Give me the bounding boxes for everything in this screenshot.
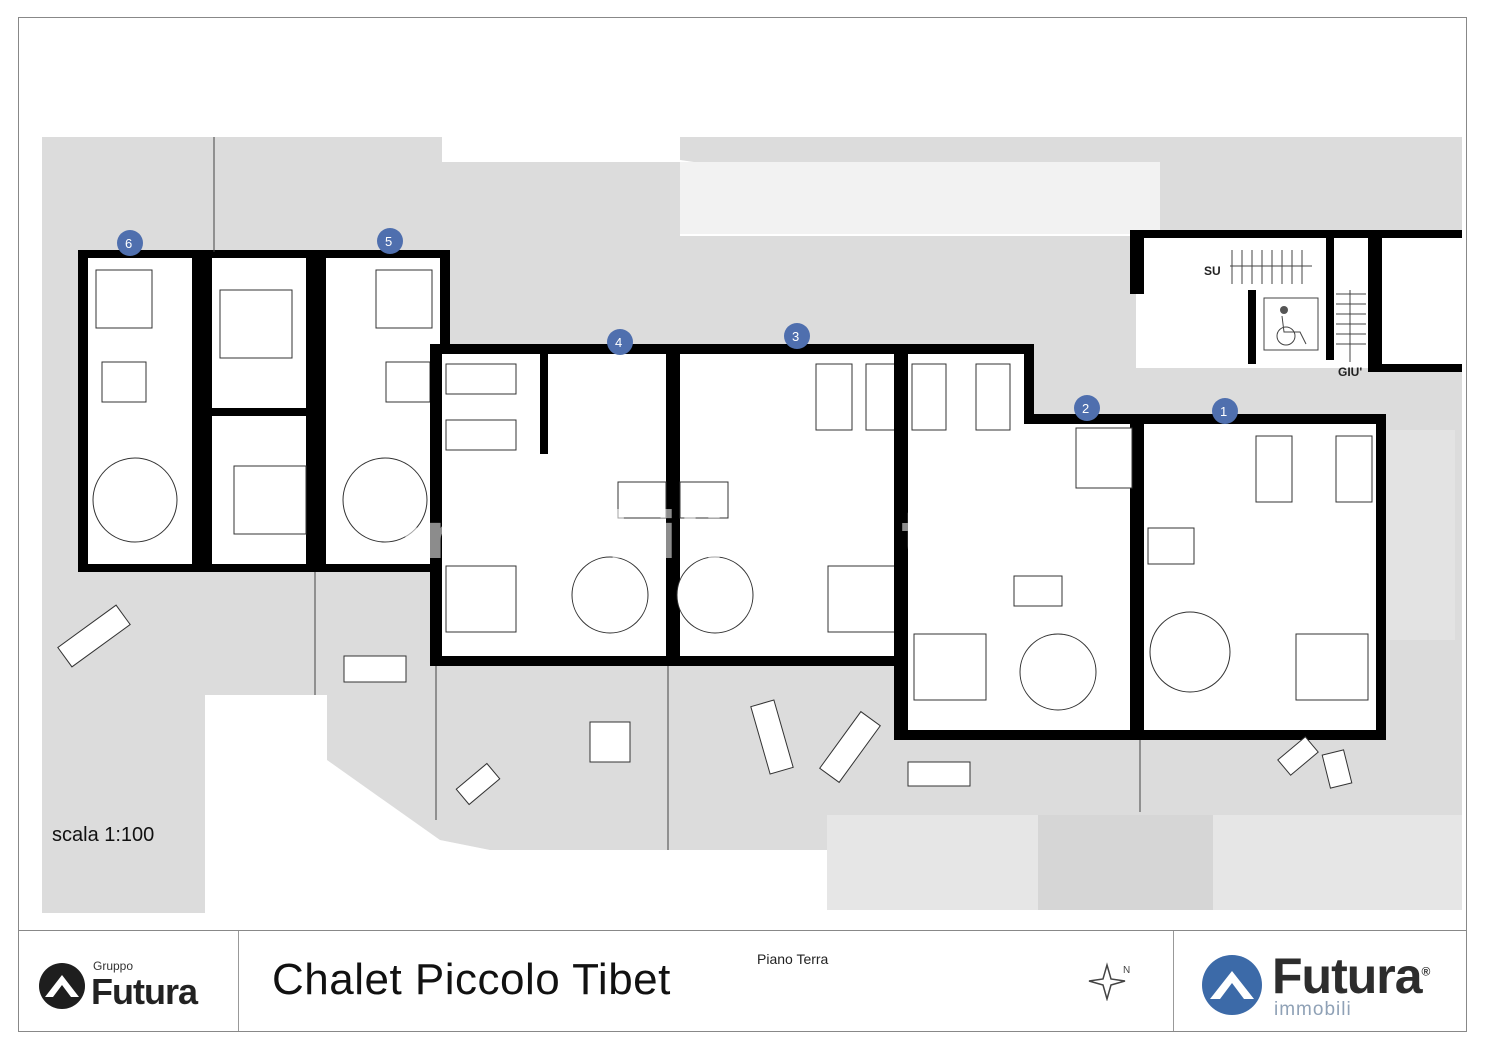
single-bed [445,419,517,451]
dining-table [617,481,667,519]
unit-marker-4: 4 [607,329,633,355]
compass-icon: N [1088,962,1130,1001]
dining-table [679,481,729,519]
svg-text:3: 3 [792,329,799,344]
group-brand-name: Futura [91,971,198,1012]
brand-name: Futura® [1272,948,1430,1004]
floor-label: Piano Terra [757,951,829,967]
single-bed [1255,435,1293,503]
wall [894,344,908,740]
bathroom [375,269,433,329]
wall [1024,414,1386,424]
title-block-group-logo: Gruppo Futura [19,931,239,1031]
sun-lounger [819,710,881,784]
unit-marker-5: 5 [377,228,403,254]
wheelchair-icon [1263,297,1319,351]
sun-lounger [455,762,501,806]
single-bed [975,363,1011,431]
wall [306,250,326,572]
wall [1024,344,1034,422]
rug [676,556,754,634]
wall [666,344,680,666]
dining-table [1013,575,1063,607]
wall [192,250,212,572]
sun-lounger [57,604,131,668]
wall [1130,230,1144,294]
wall [1368,230,1462,238]
rug [342,457,428,543]
svg-text:5: 5 [385,234,392,249]
single-bed [815,363,853,431]
wall [1130,414,1144,740]
wall [1368,230,1382,370]
east-terrace [1385,430,1455,640]
rug [1019,633,1097,711]
watermark: immobiliare.it [400,500,934,574]
unit-marker-2: 2 [1074,395,1100,421]
outdoor-table [343,655,407,683]
wall [894,344,1034,354]
wall [212,408,306,416]
wall [1368,364,1462,372]
double-bed [1295,633,1369,701]
brand-subtitle: immobili [1274,999,1352,1020]
stair-flight-up [1230,250,1312,284]
wall [430,344,442,666]
project-title: Chalet Piccolo Tibet [272,955,671,1004]
outdoor-table [907,761,971,787]
single-bed [445,363,517,395]
wall [440,250,450,350]
unit-marker-6: 6 [117,230,143,256]
unit-marker-3: 3 [784,323,810,349]
bathroom [95,269,153,329]
title-block-brand: Futura® immobili [1174,931,1466,1031]
double-bed [913,633,987,701]
svg-text:1: 1 [1220,404,1227,419]
double-bed [827,565,899,633]
dining-table [1147,527,1195,565]
floor-plan: SU GIU' 6 5 4 3 2 1 [42,137,1462,913]
svg-text:2: 2 [1082,401,1089,416]
wall [540,344,548,454]
unit-marker-1: 1 [1212,398,1238,424]
stair-flight-down [1336,290,1366,362]
wall [1376,414,1386,740]
south-box [1038,815,1213,910]
double-bed [219,289,293,359]
north-terrace [680,162,1160,234]
scale-label: scala 1:100 [52,824,155,846]
rug [571,556,649,634]
sun-lounger [1321,749,1353,789]
dining-table [101,361,147,403]
dining-table [385,361,431,403]
rug [92,457,178,543]
wall [78,250,450,258]
wall [1130,230,1370,238]
group-label: Gruppo [93,959,134,973]
title-block: Gruppo Futura Chalet Piccolo Tibet Piano… [18,930,1467,1032]
wall [78,564,450,572]
stairs-up-label: SU [1204,264,1221,278]
futura-mountain-logo-icon [1202,955,1262,1015]
stairs-down-label: GIU' [1338,365,1362,379]
bathroom [1075,427,1133,489]
double-bed [233,465,307,535]
single-bed [911,363,947,431]
svg-text:6: 6 [125,236,132,251]
wall [78,250,88,572]
outdoor-round-table [589,721,631,763]
svg-text:N: N [1123,965,1130,976]
sun-lounger [1277,736,1319,776]
wall [1248,290,1256,364]
svg-text:4: 4 [615,335,622,350]
single-bed [1335,435,1373,503]
sun-lounger [750,699,794,775]
rug [1149,611,1231,693]
title-block-project: Chalet Piccolo Tibet Piano Terra N [239,931,1174,1031]
futura-mountain-logo-icon [39,963,85,1009]
wall [1326,236,1334,360]
double-bed [445,565,517,633]
